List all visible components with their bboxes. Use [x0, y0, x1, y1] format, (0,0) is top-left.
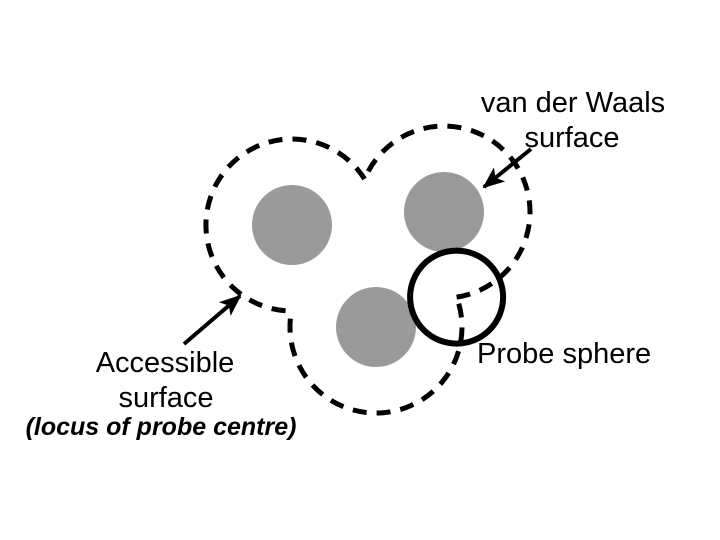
accessible-surface-arc-left	[203, 136, 367, 314]
atom-circle-top-right	[404, 172, 484, 252]
accessible-surface-arrow	[182, 294, 242, 346]
accessible-surface-arc-bottom	[287, 296, 465, 416]
vdw-surface-label-line2: surface	[524, 122, 620, 154]
accessible-surface-arc-right	[362, 123, 533, 300]
accessible-surface-label-line2: surface	[118, 382, 214, 414]
vdw-surface-label-line1: van der Waals	[480, 87, 666, 119]
atom-circle-bottom	[336, 287, 416, 367]
locus-of-probe-centre-label: (locus of probe centre)	[25, 413, 297, 441]
atom-circle-top-left	[252, 185, 332, 265]
vdw-surface-arrow	[482, 147, 533, 189]
accessible-surface-label-line1: Accessible	[95, 347, 235, 379]
probe-sphere-label: Probe sphere	[477, 338, 652, 370]
probe-sphere-circle	[407, 247, 507, 347]
